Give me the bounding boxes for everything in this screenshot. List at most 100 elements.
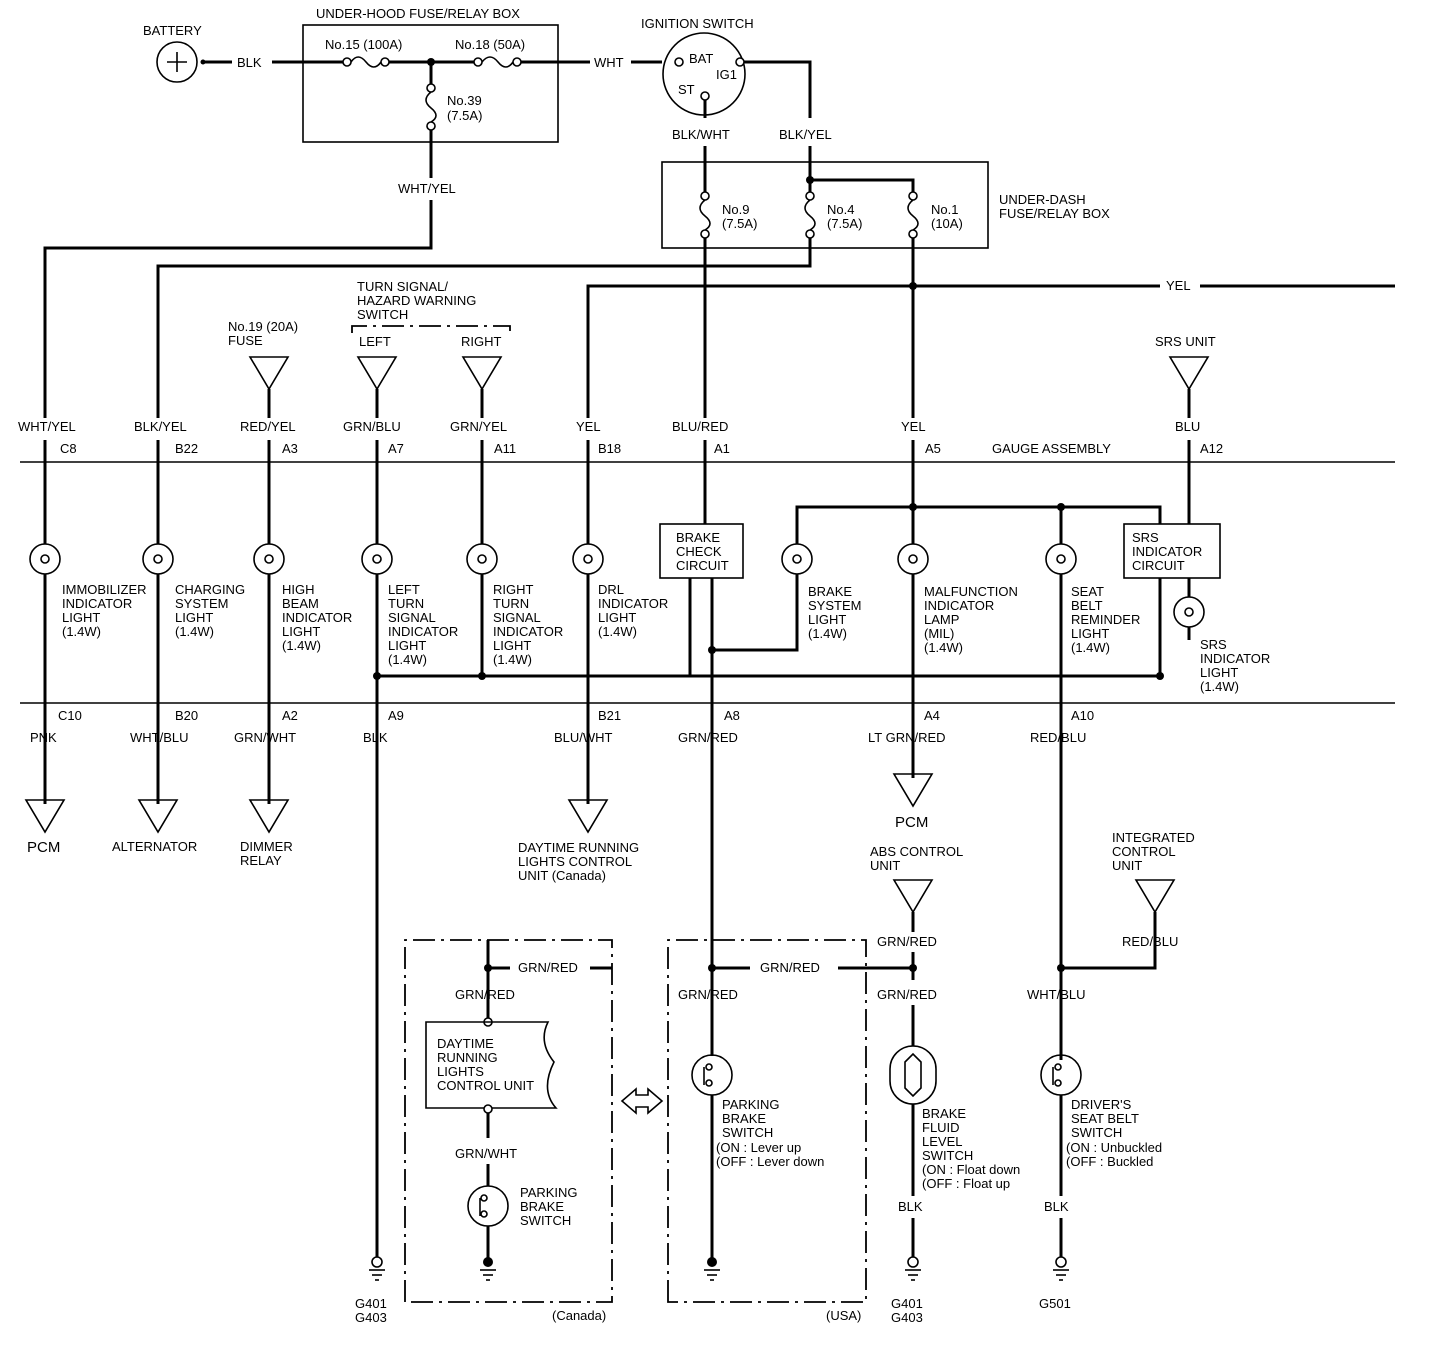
- bottom-wire-7: RED/BLU: [1030, 730, 1086, 745]
- fuse-19-source: No.19 (20A) FUSE: [228, 319, 298, 418]
- blk-yel-wire-label: BLK/YEL: [779, 127, 832, 142]
- ground-icon: [369, 1269, 385, 1281]
- ind-5-l2: INDICATOR: [598, 596, 668, 611]
- right-turn-indicator-light: [466, 543, 498, 575]
- bottom-pin-4: B21: [598, 708, 621, 723]
- pcm-2-label: PCM: [895, 814, 928, 831]
- dimmer-label-2: RELAY: [240, 853, 282, 868]
- ground-icon: [905, 1269, 921, 1281]
- under-dash-box-label-2: FUSE/RELAY BOX: [999, 206, 1110, 221]
- bottom-wire-0: PNK: [30, 730, 57, 745]
- ind-6-l1: BRAKE: [808, 584, 852, 599]
- ind-4-l6: (1.4W): [493, 652, 532, 667]
- ground-1-label: G401: [355, 1296, 387, 1311]
- ind-2-l1: HIGH: [282, 582, 315, 597]
- ind-5-l4: (1.4W): [598, 624, 637, 639]
- yel-bus-label: YEL: [1166, 278, 1191, 293]
- seatbelt-l3: SWITCH: [1071, 1125, 1122, 1140]
- ind-8-l3: REMINDER: [1071, 612, 1140, 627]
- canada-grnred-2: GRN/RED: [455, 987, 515, 1002]
- wht-yel-wire-label: WHT/YEL: [398, 181, 456, 196]
- pcm-destination-1: PCM: [24, 799, 66, 856]
- ind-3-l3: SIGNAL: [388, 610, 436, 625]
- brake-fluid-level-switch: GRN/RED GRN/RED BRAKE FLUID LEVEL SWITCH…: [877, 912, 1020, 1258]
- usa-pbs-l5: (OFF : Lever down: [716, 1154, 824, 1169]
- usa-variant: (USA) GRN/RED GRN/RED PARKING BRAKE SWIT…: [667, 939, 913, 1323]
- ind-7-l1: MALFUNCTION: [924, 584, 1018, 599]
- bottom-wire-6: LT GRN/RED: [868, 730, 946, 745]
- ind-1-l2: SYSTEM: [175, 596, 228, 611]
- bottom-wire-3: BLK: [363, 730, 388, 745]
- srs-unit-source: SRS UNIT: [1155, 334, 1216, 418]
- canada-ground-icon: [480, 1269, 496, 1281]
- canada-pbs-l3: SWITCH: [520, 1213, 571, 1228]
- seatbelt-redblu: RED/BLU: [1122, 934, 1178, 949]
- usa-grnred-1: GRN/RED: [760, 960, 820, 975]
- turn-right-label: RIGHT: [461, 334, 502, 349]
- drl-control-unit-box: [425, 1021, 558, 1109]
- seatbelt-l5: (OFF : Buckled: [1066, 1154, 1153, 1169]
- malfunction-indicator-lamp: [897, 543, 929, 575]
- ground-3-label: G501: [1039, 1296, 1071, 1311]
- brake-fluid-grnred-1: GRN/RED: [877, 934, 937, 949]
- brake-fluid-l4: SWITCH: [922, 1148, 973, 1163]
- integrated-control-unit: INTEGRATED CONTROL UNIT: [1112, 830, 1195, 914]
- seatbelt-whtblu: WHT/BLU: [1027, 987, 1086, 1002]
- ind-4-l3: SIGNAL: [493, 610, 541, 625]
- blk-wht-wire-label: BLK/WHT: [672, 127, 730, 142]
- drl-dest-label-2: LIGHTS CONTROL: [518, 854, 632, 869]
- canada-unit-l3: LIGHTS: [437, 1064, 484, 1079]
- abs-label: ABS CONTROL: [870, 844, 963, 859]
- dimmer-relay-destination: DIMMER RELAY: [240, 799, 293, 868]
- ind-8-l1: SEAT: [1071, 584, 1104, 599]
- brake-fluid-blk: BLK: [898, 1199, 923, 1214]
- canada-parking-brake-switch: [467, 1185, 509, 1227]
- under-hood-fuse-relay-box: UNDER-HOOD FUSE/RELAY BOX No.15 (100A) N…: [302, 6, 559, 143]
- ground-2-label: G401: [891, 1296, 923, 1311]
- pcm-1-label: PCM: [27, 839, 60, 856]
- fuse-19-label-2: FUSE: [228, 333, 263, 348]
- pcm-destination-2: PCM: [892, 773, 934, 831]
- canada-unit-l4: CONTROL UNIT: [437, 1078, 534, 1093]
- canada-unit-l2: RUNNING: [437, 1050, 498, 1065]
- ind-2-l3: INDICATOR: [282, 610, 352, 625]
- ignition-switch-label: IGNITION SWITCH: [641, 16, 754, 31]
- canada-pbs-l1: PARKING: [520, 1185, 578, 1200]
- ind-4-l2: TURN: [493, 596, 529, 611]
- ind-1-l3: LIGHT: [175, 610, 213, 625]
- usa-ground-icon: [704, 1269, 720, 1281]
- ind-0-l3: LIGHT: [62, 610, 100, 625]
- fuse-4-label: No.4: [827, 202, 854, 217]
- ind-3-l1: LEFT: [388, 582, 420, 597]
- drl-control-unit-destination: DAYTIME RUNNING LIGHTS CONTROL UNIT (Can…: [518, 799, 639, 883]
- canada-pbs-l2: BRAKE: [520, 1199, 564, 1214]
- srs-unit-label: SRS UNIT: [1155, 334, 1216, 349]
- seatbelt-l2: SEAT BELT: [1071, 1111, 1139, 1126]
- top-wire-2: RED/YEL: [240, 419, 296, 434]
- bottom-pin-3: A9: [388, 708, 404, 723]
- canada-variant: (Canada) GRN/RED GRN/RED DAYTIME RUNNING…: [404, 939, 613, 1323]
- ignition-ig1-label: IG1: [716, 67, 737, 82]
- usa-tag: (USA): [826, 1308, 861, 1323]
- battery-label: BATTERY: [143, 23, 202, 38]
- brake-check-l3: CIRCUIT: [676, 558, 729, 573]
- srs-circuit-l3: CIRCUIT: [1132, 558, 1185, 573]
- top-pin-0: C8: [60, 441, 77, 456]
- turn-signal-hazard-switch: TURN SIGNAL/ HAZARD WARNING SWITCH LEFT …: [351, 279, 511, 418]
- ind-9-l3: LIGHT: [1200, 665, 1238, 680]
- wht-wire-label: WHT: [594, 55, 624, 70]
- under-dash-box-label: UNDER-DASH: [999, 192, 1086, 207]
- ind-9-l4: (1.4W): [1200, 679, 1239, 694]
- top-pin-1: B22: [175, 441, 198, 456]
- ground-g401-g403-right: G401 G403: [891, 1256, 923, 1325]
- bottom-pin-0: C10: [58, 708, 82, 723]
- left-turn-indicator-light: [361, 543, 393, 575]
- ground-icon: [1053, 1269, 1069, 1281]
- ignition-bat-label: BAT: [689, 51, 713, 66]
- fuse-39-label: No.39: [447, 93, 482, 108]
- canada-grnred-1: GRN/RED: [518, 960, 578, 975]
- canada-grnwht: GRN/WHT: [455, 1146, 517, 1161]
- brake-fluid-l2: FLUID: [922, 1120, 960, 1135]
- srs-indicator-circuit: SRS INDICATOR CIRCUIT: [1123, 523, 1221, 579]
